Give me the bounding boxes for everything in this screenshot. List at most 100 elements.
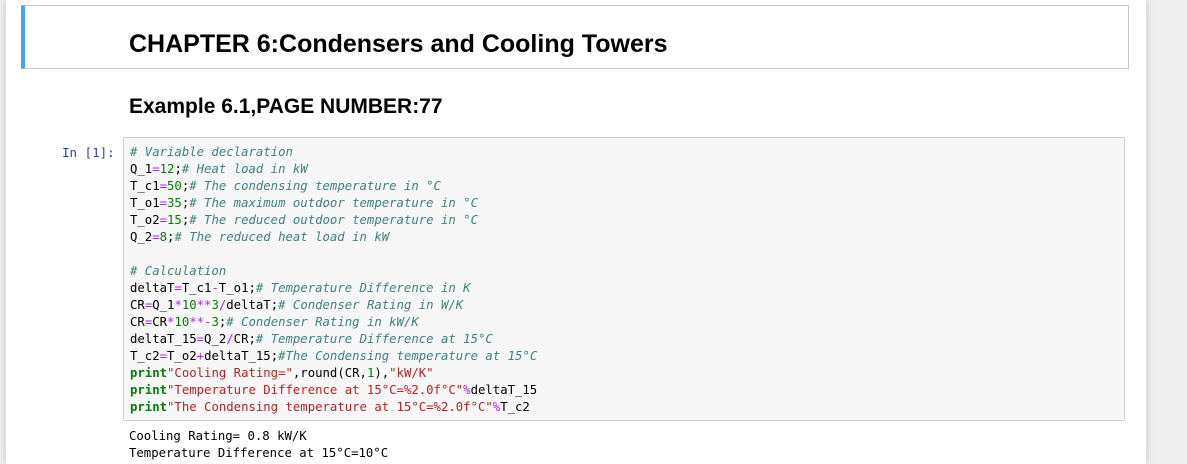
code-token: 1 — [366, 366, 375, 380]
code-line: print"Temperature Difference at 15°C=%2.… — [130, 382, 537, 399]
code-token: ; — [181, 213, 190, 227]
code-token: / — [226, 332, 234, 346]
code-token: Q_2 — [130, 230, 153, 244]
code-token: **- — [189, 315, 212, 329]
code-token: - — [211, 281, 219, 295]
code-token: Q_1 — [130, 162, 153, 176]
code-token: # Condenser Rating in W/K — [278, 298, 464, 312]
code-token: + — [196, 349, 205, 363]
code-token: % — [463, 383, 471, 397]
code-line: Q_1=12;# Heat load in kW — [130, 161, 537, 178]
code-token: = — [159, 179, 168, 193]
code-token: * — [174, 298, 182, 312]
code-line: CR=Q_1*10**3/deltaT;# Condenser Rating i… — [130, 297, 537, 314]
code-token: = — [159, 349, 168, 363]
code-token: # The reduced outdoor temperature in °C — [189, 213, 478, 227]
code-token: print — [130, 400, 168, 414]
code-token: T_o2 — [167, 349, 197, 363]
code-token: 8 — [159, 230, 168, 244]
code-line: deltaT=T_c1-T_o1;# Temperature Differenc… — [130, 280, 537, 297]
code-token: # Condenser Rating in kW/K — [226, 315, 419, 329]
code-token: = — [159, 213, 168, 227]
code-token: ; — [181, 196, 190, 210]
notebook-container: CHAPTER 6:Condensers and Cooling Towers … — [6, 0, 1146, 464]
code-token: deltaT — [130, 281, 175, 295]
code-token: 10 — [174, 315, 190, 329]
chapter-heading: CHAPTER 6:Condensers and Cooling Towers — [129, 30, 668, 58]
code-token: ; — [174, 162, 182, 176]
code-token: 35 — [167, 196, 182, 210]
code-token: ** — [196, 298, 212, 312]
input-prompt: In [1]: — [62, 145, 115, 160]
example-heading: Example 6.1,PAGE NUMBER:77 — [129, 95, 443, 118]
code-token: 50 — [167, 179, 182, 193]
output-line: Temperature Difference at 15°C=10°C — [129, 446, 389, 460]
code-line: CR=CR*10**-3;# Condenser Rating in kW/K — [130, 314, 537, 331]
code-line: Q_2=8;# The reduced heat load in kW — [130, 229, 537, 246]
code-token: CR; — [233, 332, 256, 346]
code-token: # The reduced heat load in kW — [174, 230, 390, 244]
code-token: T_o1; — [218, 281, 256, 295]
code-token: = — [144, 298, 153, 312]
code-token: T_o1 — [130, 196, 160, 210]
code-token: T_c1 — [130, 179, 160, 193]
markdown-cell-selected[interactable] — [21, 5, 1129, 69]
code-token: 12 — [159, 162, 175, 176]
code-line: T_c1=50;# The condensing temperature in … — [130, 178, 537, 195]
code-token: * — [167, 315, 175, 329]
code-token: T_c2 — [500, 400, 530, 414]
code-token: #The Condensing temperature at 15°C — [278, 349, 538, 363]
code-token: CR — [152, 315, 168, 329]
code-token: ; — [218, 315, 227, 329]
code-line: T_c2=T_o2+deltaT_15;#The Condensing temp… — [130, 348, 537, 365]
code-token: "kW/K" — [389, 366, 434, 380]
code-line: # Variable declaration — [130, 144, 537, 161]
code-token: ), — [374, 366, 390, 380]
code-line: deltaT_15=Q_2/CR;# Temperature Differenc… — [130, 331, 537, 348]
code-token: 15 — [167, 213, 182, 227]
code-token: = — [159, 196, 168, 210]
code-token: 10 — [181, 298, 197, 312]
code-token: deltaT; — [226, 298, 279, 312]
code-token: "The Condensing temperature at 15°C=%2.0… — [167, 400, 493, 414]
code-token: % — [492, 400, 501, 414]
code-line: T_o1=35;# The maximum outdoor temperatur… — [130, 195, 537, 212]
code-token: print — [130, 383, 168, 397]
cell-output: Cooling Rating= 0.8 kW/K Temperature Diff… — [129, 428, 388, 462]
code-line: # Calculation — [130, 263, 537, 280]
code-token: "Temperature Difference at 15°C=%2.0f°C" — [167, 383, 464, 397]
code-token: # Variable declaration — [130, 145, 293, 159]
code-token: = — [174, 281, 182, 295]
code-token: CR — [130, 315, 145, 329]
code-token: T_o2 — [130, 213, 160, 227]
code-token: ; — [181, 179, 190, 193]
code-token: ; — [167, 230, 175, 244]
code-token: CR — [130, 298, 145, 312]
code-line — [130, 246, 537, 263]
code-token: # Temperature Difference in K — [255, 281, 471, 295]
code-line: print"The Condensing temperature at 15°C… — [130, 399, 537, 416]
code-token: Q_2 — [204, 332, 227, 346]
code-token: # Heat load in kW — [181, 162, 308, 176]
code-token: 3 — [211, 315, 219, 329]
code-token: print — [130, 366, 168, 380]
code-token: deltaT_15 — [130, 332, 197, 346]
output-line: Cooling Rating= 0.8 kW/K — [129, 429, 307, 443]
code-token: , — [292, 366, 301, 380]
code-token: = — [196, 332, 205, 346]
code-token: # The condensing temperature in °C — [189, 179, 441, 193]
code-token: deltaT_15 — [470, 383, 538, 397]
code-token: # Calculation — [130, 264, 227, 278]
code-token: deltaT_15; — [204, 349, 279, 363]
code-token: = — [144, 315, 153, 329]
code-token: "Cooling Rating=" — [167, 366, 293, 380]
code-line: print"Cooling Rating=",round(CR,1),"kW/K… — [130, 365, 537, 382]
code-token: 3 — [211, 298, 219, 312]
code-token: = — [152, 162, 160, 176]
code-token: T_c1 — [181, 281, 212, 295]
code-token: round(CR, — [300, 366, 367, 380]
code-token: / — [218, 298, 227, 312]
code-token: = — [152, 230, 160, 244]
